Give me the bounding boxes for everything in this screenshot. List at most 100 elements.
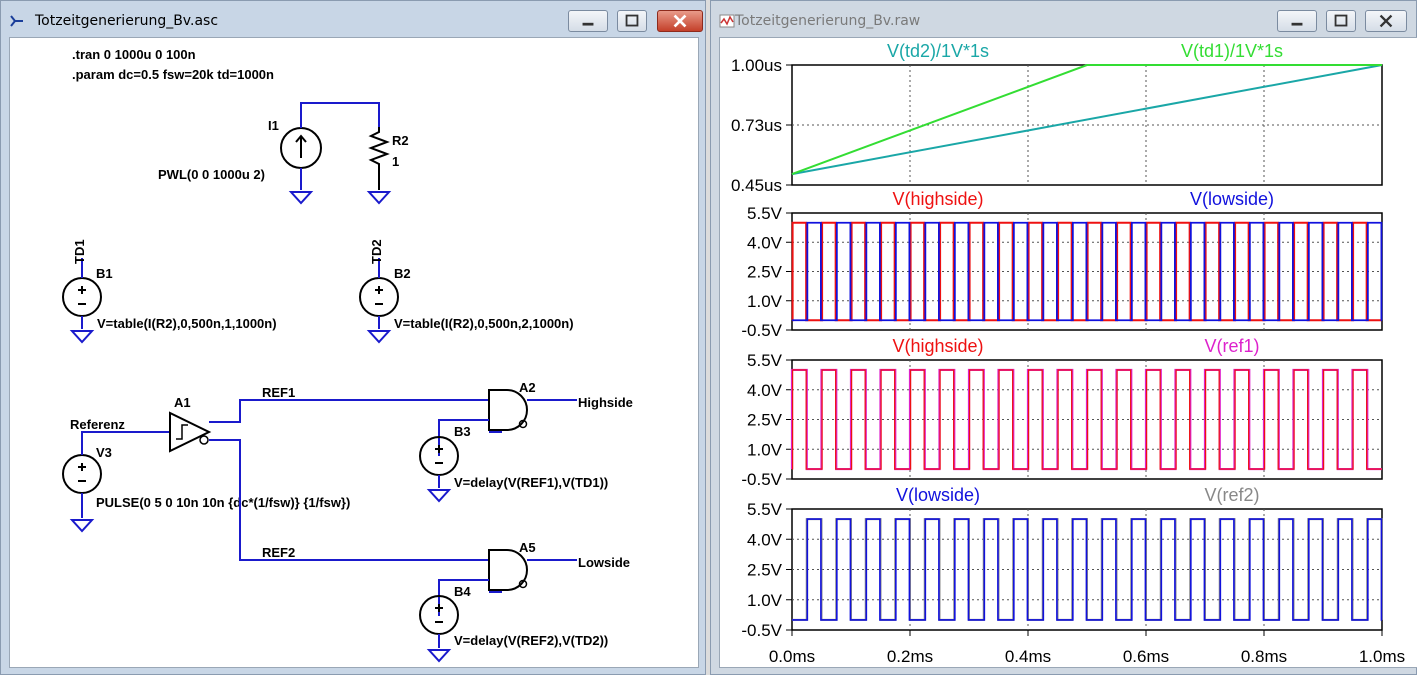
and-gate-A2[interactable]	[438, 389, 577, 456]
x-tick-label: 0.8ms	[1241, 647, 1287, 666]
voltage-source-B3[interactable]	[419, 436, 459, 488]
waveform-titlebar[interactable]: Totzeitgenerierung_Bv.raw	[711, 1, 1416, 37]
schematic-titlebar[interactable]: Totzeitgenerierung_Bv.asc	[1, 1, 705, 37]
legend-label: V(lowside)	[1190, 189, 1274, 209]
waveform-canvas[interactable]: 1.00us 0.73us 0.45us V(td2)/1V*1s V(td1)/1V*…	[719, 37, 1417, 668]
waveform-minimize-button[interactable]	[1277, 10, 1317, 32]
R2-value: 1	[392, 154, 399, 169]
series-line	[791, 221, 1382, 322]
legend-label: V(highside)	[892, 189, 983, 209]
close-button[interactable]	[657, 10, 703, 32]
waveform-pane-4: 5.5V 4.0V 2.5V 1.0V -0.5V V(lowside) V(ref2)	[741, 485, 1383, 640]
y-tick-label: 0.45us	[731, 176, 782, 195]
V3-label: V3	[96, 445, 112, 460]
voltage-source-B4[interactable]	[419, 595, 459, 648]
y-tick-label: 5.5V	[747, 204, 783, 223]
resistor-R2[interactable]	[368, 127, 390, 190]
legend-label: V(ref2)	[1204, 485, 1259, 505]
waveform-maximize-button[interactable]	[1326, 10, 1356, 32]
close-icon	[1379, 14, 1393, 28]
y-tick-label: -0.5V	[741, 621, 782, 640]
ground-symbols	[69, 191, 452, 663]
A5-label: A5	[519, 540, 536, 555]
y-tick-label: 2.5V	[747, 263, 783, 282]
y-tick-label: 2.5V	[747, 411, 783, 430]
legend-label: V(ref1)	[1204, 336, 1259, 356]
highside-net-label: Highside	[578, 395, 633, 410]
A2-label: A2	[519, 380, 536, 395]
maximize-icon	[1334, 14, 1348, 27]
I1-label: I1	[268, 118, 279, 133]
TD2-net-label: TD2	[369, 239, 384, 264]
tran-directive[interactable]: .tran 0 1000u 0 100n	[72, 47, 196, 62]
waveform-file-icon	[719, 14, 735, 28]
waveform-pane-3: 5.5V 4.0V 2.5V 1.0V -0.5V V(highside) V(ref1)	[741, 336, 1383, 489]
B3-value: V=delay(V(REF1),V(TD1))	[454, 475, 608, 490]
B4-value: V=delay(V(REF2),V(TD2))	[454, 633, 608, 648]
legend-label: V(td1)/1V*1s	[1181, 41, 1283, 61]
minimize-icon	[582, 22, 594, 26]
y-tick-label: 4.0V	[747, 381, 783, 400]
series-line	[791, 64, 1382, 176]
V3-value: PULSE(0 5 0 10n 10n {dc*(1/fsw)} {1/fsw}…	[96, 495, 350, 510]
schematic-window[interactable]: Totzeitgenerierung_Bv.asc .tran 0 1000u …	[0, 0, 706, 675]
voltage-source-B1[interactable]	[62, 258, 102, 329]
series-line	[791, 369, 1382, 470]
schematic-canvas[interactable]: .tran 0 1000u 0 100n .param dc=0.5 fsw=2…	[9, 37, 699, 668]
schmitt-trigger-A1[interactable]	[169, 399, 489, 561]
B3-label: B3	[454, 424, 471, 439]
legend-label: V(lowside)	[896, 485, 980, 505]
schematic-title: Totzeitgenerierung_Bv.asc	[35, 13, 219, 29]
close-icon	[673, 14, 687, 28]
B1-value: V=table(I(R2),0,500n,1,1000n)	[97, 316, 277, 331]
x-tick-label: 0.0ms	[769, 647, 815, 666]
series-line	[791, 64, 1383, 176]
maximize-icon	[625, 14, 639, 27]
y-tick-label: 4.0V	[747, 530, 783, 549]
y-tick-label: 5.5V	[747, 500, 783, 519]
x-tick-label: 0.4ms	[1005, 647, 1051, 666]
waveform-title: Totzeitgenerierung_Bv.raw	[735, 13, 921, 29]
B2-value: V=table(I(R2),0,500n,2,1000n)	[394, 316, 574, 331]
series-line	[792, 518, 1383, 621]
y-tick-label: 4.0V	[747, 233, 783, 252]
current-source-I1[interactable]	[280, 102, 380, 190]
waveform-window[interactable]: Totzeitgenerierung_Bv.raw 1.00us 0.73us 0.…	[710, 0, 1417, 675]
y-tick-label: 1.00us	[731, 56, 782, 75]
x-tick-label: 0.6ms	[1123, 647, 1169, 666]
REF1-net-label: REF1	[262, 385, 295, 400]
y-tick-label: -0.5V	[741, 470, 782, 489]
ltspice-schematic-icon	[10, 15, 23, 27]
y-tick-label: 1.0V	[747, 440, 783, 459]
R2-label: R2	[392, 133, 409, 148]
legend-label: V(td2)/1V*1s	[887, 41, 989, 61]
legend-label: V(highside)	[892, 336, 983, 356]
A1-label: A1	[174, 395, 191, 410]
waveform-plot[interactable]: 1.00us 0.73us 0.45us V(td2)/1V*1s V(td1)/1V*…	[720, 38, 1417, 667]
voltage-source-B2[interactable]	[359, 258, 399, 329]
maximize-button[interactable]	[617, 10, 647, 32]
y-tick-label: 2.5V	[747, 561, 783, 580]
y-tick-label: 1.0V	[747, 591, 783, 610]
B4-label: B4	[454, 584, 471, 599]
x-tick-label: 1.0ms	[1359, 647, 1405, 666]
lowside-net-label: Lowside	[578, 555, 630, 570]
referenz-net-label: Referenz	[70, 417, 125, 432]
minimize-button[interactable]	[568, 10, 608, 32]
waveform-pane-2: 5.5V 4.0V 2.5V 1.0V -0.5V V(highside) V(lowsid…	[741, 189, 1383, 340]
y-tick-label: 5.5V	[747, 351, 783, 370]
B1-label: B1	[96, 266, 113, 281]
minimize-icon	[1291, 22, 1303, 26]
REF2-net-label: REF2	[262, 545, 295, 560]
I1-value: PWL(0 0 1000u 2)	[158, 167, 265, 182]
x-tick-label: 0.2ms	[887, 647, 933, 666]
y-tick-label: 1.0V	[747, 292, 783, 311]
y-tick-label: -0.5V	[741, 321, 782, 340]
voltage-source-V3[interactable]	[62, 431, 170, 518]
waveform-pane-1: 1.00us 0.73us 0.45us V(td2)/1V*1s V(td1)/1V*…	[731, 41, 1383, 195]
waveform-close-button[interactable]	[1365, 10, 1407, 32]
param-directive[interactable]: .param dc=0.5 fsw=20k td=1000n	[72, 67, 274, 82]
series-line	[792, 221, 1383, 322]
y-tick-label: 0.73us	[731, 116, 782, 135]
B2-label: B2	[394, 266, 411, 281]
